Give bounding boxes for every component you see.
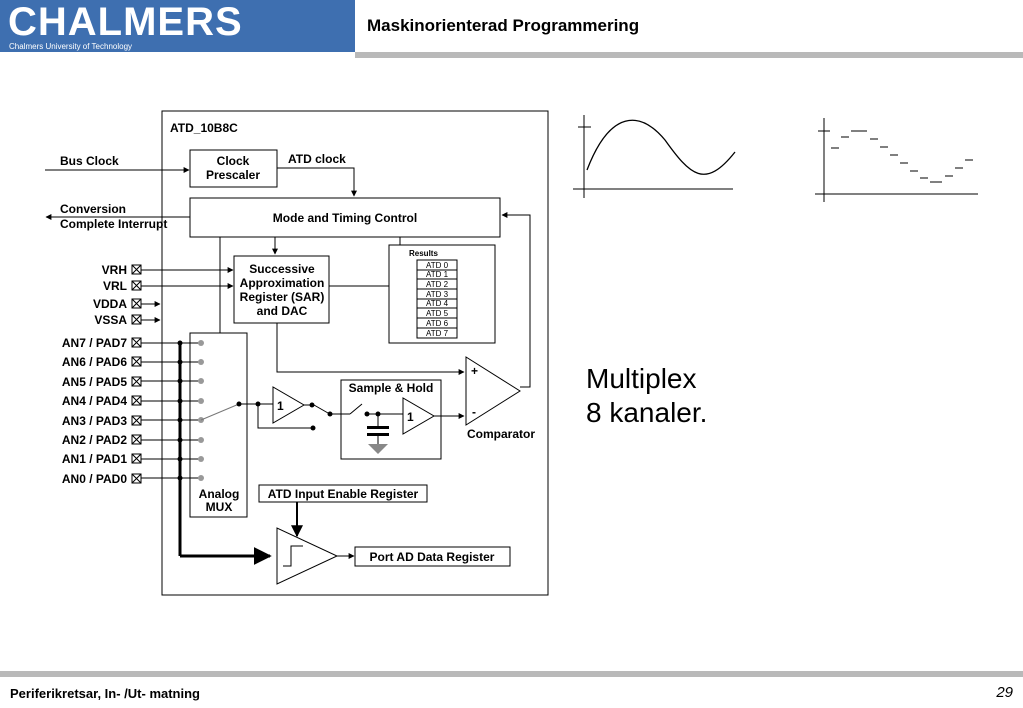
analog-signal-graph [573, 115, 736, 198]
input-buffer [272, 386, 305, 424]
bus-clock-label: Bus Clock [60, 154, 119, 168]
module-outline [161, 110, 549, 596]
result-atd2: ATD 2 [426, 280, 449, 289]
pin-an0: AN0 / PAD0 [62, 472, 127, 486]
mux-label-1: Analog [199, 487, 240, 501]
sar-line4: and DAC [257, 304, 308, 318]
atd-clock-arrow [277, 167, 357, 197]
result-atd3: ATD 3 [426, 290, 449, 299]
pin-an4: AN4 / PAD4 [62, 394, 127, 408]
hold-buffer [402, 397, 435, 435]
sar-line2: Approximation [240, 276, 325, 290]
atd-clock-label: ATD clock [288, 152, 346, 166]
conversion-label-2: Complete Interrupt [60, 217, 167, 231]
course-title: Maskinorienterad Programmering [367, 16, 640, 35]
input-buffer-label: 1 [277, 399, 284, 413]
pin-an5: AN5 / PAD5 [62, 375, 127, 389]
port-ad-box [354, 546, 511, 567]
header-rule [355, 52, 1023, 58]
sar-line3: Register (SAR) [240, 290, 325, 304]
pin-an2: AN2 / PAD2 [62, 433, 127, 447]
comparator-feedback-arrow [501, 212, 531, 388]
clock-prescaler-box [189, 149, 278, 188]
comparator-plus: + [471, 364, 478, 378]
mode-timing-label: Mode and Timing Control [273, 211, 417, 225]
input-enable-label: ATD Input Enable Register [268, 487, 419, 501]
caption: Multiplex 8 kanaler. [586, 362, 707, 430]
chalmers-logo: CHALMERS Chalmers University of Technolo… [0, 0, 355, 52]
module-title: ATD_10B8C [170, 121, 238, 135]
result-atd6: ATD 6 [426, 319, 449, 328]
pin-vrl: VRL [103, 279, 127, 293]
pin-an7: AN7 / PAD7 [62, 336, 127, 350]
logo-wordmark: CHALMERS [8, 0, 243, 44]
comparator-label: Comparator [467, 427, 535, 441]
logo-subtitle: Chalmers University of Technology [9, 42, 133, 51]
results-registers: ATD 0 ATD 1 ATD 2 ATD 3 ATD 4 ATD 5 ATD … [416, 259, 458, 339]
sar-box [233, 255, 330, 324]
port-ad-label: Port AD Data Register [370, 550, 495, 564]
result-atd7: ATD 7 [426, 329, 449, 338]
sampled-signal-graph [815, 118, 978, 202]
pin-an3: AN3 / PAD3 [62, 414, 127, 428]
results-label: Results [409, 249, 438, 258]
pin-an6: AN6 / PAD6 [62, 355, 127, 369]
analog-pins: AN7 / PAD7 AN6 / PAD6 AN5 / PAD5 AN4 / P… [62, 336, 272, 565]
analog-sine-wave [586, 119, 736, 175]
input-enable-box [258, 484, 428, 503]
pin-vssa: VSSA [94, 313, 127, 327]
mux-label-2: MUX [206, 500, 233, 514]
hold-buffer-label: 1 [407, 410, 414, 424]
comparator-minus: - [472, 405, 476, 419]
sampled-steps [831, 130, 973, 183]
sample-hold-label: Sample & Hold [349, 381, 434, 395]
footer-rule [0, 671, 1023, 677]
clock-prescaler-line1: Clock [217, 154, 250, 168]
caption-line-2: 8 kanaler. [586, 397, 708, 428]
input-buffer-schmitt [276, 527, 339, 585]
page-number: 29 [996, 684, 1013, 701]
clock-prescaler-line2: Prescaler [206, 168, 260, 182]
result-atd5: ATD 5 [426, 309, 449, 318]
comparator [465, 356, 521, 426]
footer-title: Periferikretsar, In- /Ut- matning [10, 686, 200, 701]
result-atd0: ATD 0 [426, 261, 449, 270]
sar-line1: Successive [249, 262, 315, 276]
pin-vdda: VDDA [93, 297, 127, 311]
result-atd4: ATD 4 [426, 299, 449, 308]
result-atd1: ATD 1 [426, 270, 449, 279]
power-pins: VRH VRL VDDA VSSA [93, 263, 234, 327]
conversion-label-1: Conversion [60, 202, 126, 216]
caption-line-1: Multiplex [586, 363, 697, 394]
dac-to-comparator-line [276, 323, 465, 375]
pin-vrh: VRH [102, 263, 127, 277]
pin-an1: AN1 / PAD1 [62, 452, 127, 466]
